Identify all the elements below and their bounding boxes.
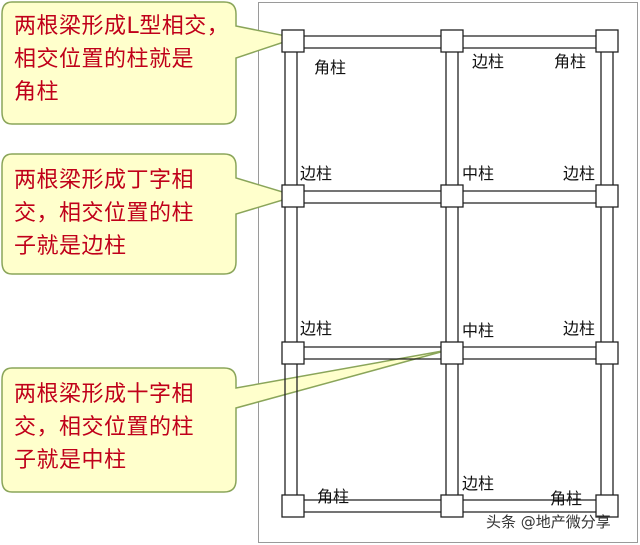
callout-edge-line-2: 交，相交位置的柱 <box>14 201 195 226</box>
label-r3-left: 边柱 <box>300 319 333 338</box>
column-r3-mid <box>440 341 464 365</box>
callout-edge-line-1: 两根梁形成丁字相 <box>14 168 195 193</box>
label-r4-right: 角柱 <box>550 489 583 508</box>
diagram-frame <box>258 2 638 543</box>
column-r3-left <box>281 341 305 365</box>
label-r4-left: 角柱 <box>317 487 350 506</box>
callout-corner-line-1: 两根梁形成L型相交， <box>14 14 230 39</box>
callout-text-center: 两根梁形成十字相 交，相交位置的柱 子就是中柱 <box>14 378 194 477</box>
label-r2-left: 边柱 <box>300 164 333 183</box>
watermark: 头条 @地产微分享 <box>486 513 611 531</box>
callout-bubble-edge <box>1 153 299 275</box>
callout-center-line-2: 交，相交位置的柱 <box>14 415 195 440</box>
label-r1-right: 角柱 <box>554 52 587 71</box>
column-r4-right <box>595 494 619 518</box>
label-r1-mid: 边柱 <box>472 52 505 71</box>
column-r1-left <box>281 29 305 53</box>
callout-center-line-3: 子就是中柱 <box>14 448 127 473</box>
label-r4-mid: 边柱 <box>462 474 495 493</box>
column-r2-right <box>595 184 619 208</box>
columns <box>281 29 619 518</box>
column-r2-left <box>281 184 305 208</box>
column-r1-right <box>595 29 619 53</box>
label-r2-mid: 中柱 <box>462 164 495 183</box>
label-r3-mid: 中柱 <box>462 321 495 340</box>
label-r1-left: 角柱 <box>314 58 347 77</box>
callout-edge-line-3: 子就是边柱 <box>14 234 127 259</box>
column-r2-mid <box>440 184 464 208</box>
callout-bubble-center <box>1 349 449 493</box>
beams <box>284 35 614 513</box>
callout-bubble-corner <box>1 1 299 125</box>
label-r3-right: 边柱 <box>563 319 596 338</box>
column-r4-mid <box>440 494 464 518</box>
column-r1-mid <box>440 29 464 53</box>
column-r3-right <box>595 341 619 365</box>
callout-center-line-1: 两根梁形成十字相 <box>14 382 195 407</box>
callout-corner-line-3: 角柱 <box>14 80 60 105</box>
callout-corner-line-2: 相交位置的柱就是 <box>14 47 195 72</box>
callout-text-corner: 两根梁形成L型相交， 相交位置的柱就是 角柱 <box>14 10 229 109</box>
label-r2-right: 边柱 <box>563 164 596 183</box>
column-r4-left <box>281 494 305 518</box>
callout-text-edge: 两根梁形成丁字相 交，相交位置的柱 子就是边柱 <box>14 164 194 263</box>
